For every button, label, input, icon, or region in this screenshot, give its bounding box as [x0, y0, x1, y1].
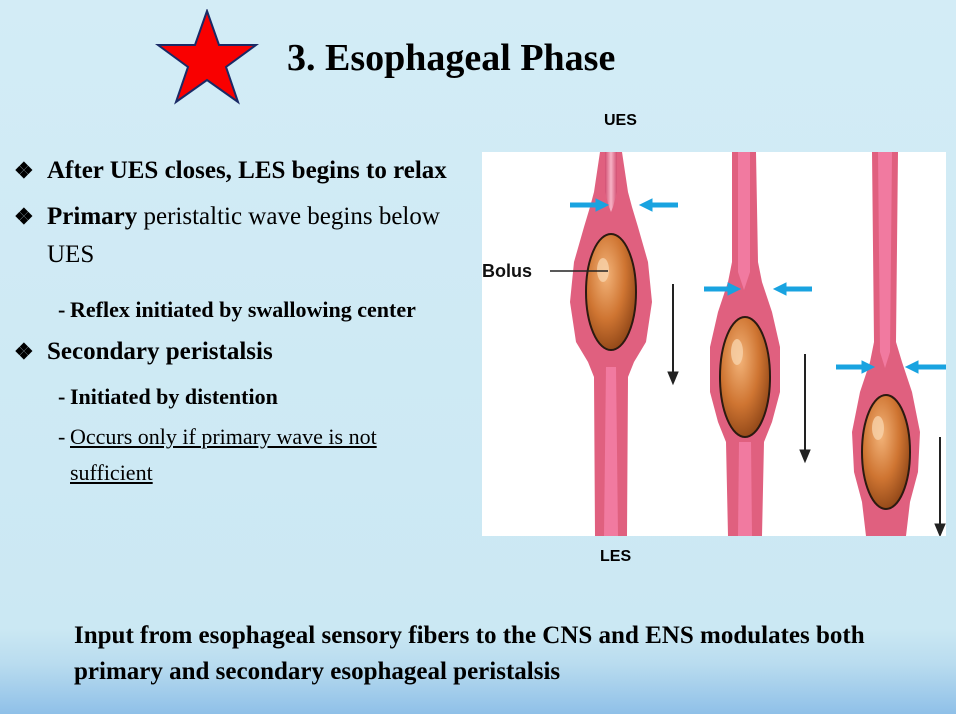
les-label: LES [600, 548, 632, 565]
esophagus-stage-3 [852, 152, 920, 536]
star-icon [155, 9, 259, 105]
sub-bullet-item: - Occurs only if primary wave is not suf… [58, 424, 377, 485]
slide-title: 3. Esophageal Phase [287, 37, 616, 79]
bullet-item: ❖ After UES closes, LES begins to relax [14, 152, 474, 190]
peristalsis-diagram: Bolus [482, 152, 946, 536]
sub-bullet-item: - Initiated by distention [58, 384, 278, 409]
diamond-bullet-icon: ❖ [14, 158, 34, 183]
constriction-arrows [570, 198, 946, 374]
bolus-label: Bolus [482, 261, 532, 281]
diamond-bullet-icon: ❖ [14, 339, 34, 364]
ues-label: UES [604, 112, 637, 129]
esophagus-stage-2 [710, 152, 780, 536]
sub-bullet-item: - Reflex initiated by swallowing center [58, 297, 416, 322]
direction-arrows [667, 284, 946, 536]
footer-note: Input from esophageal sensory fibers to … [74, 622, 865, 685]
bullet-list: ❖ After UES closes, LES begins to relax … [14, 152, 474, 491]
esophagus-stage-1 [570, 152, 652, 536]
bullet-item: ❖ Secondary peristalsis [14, 333, 474, 371]
diamond-bullet-icon: ❖ [14, 204, 34, 229]
bullet-item: ❖ Primary peristaltic wave begins below … [14, 198, 474, 274]
peristalsis-figure: Bolus [482, 152, 946, 536]
